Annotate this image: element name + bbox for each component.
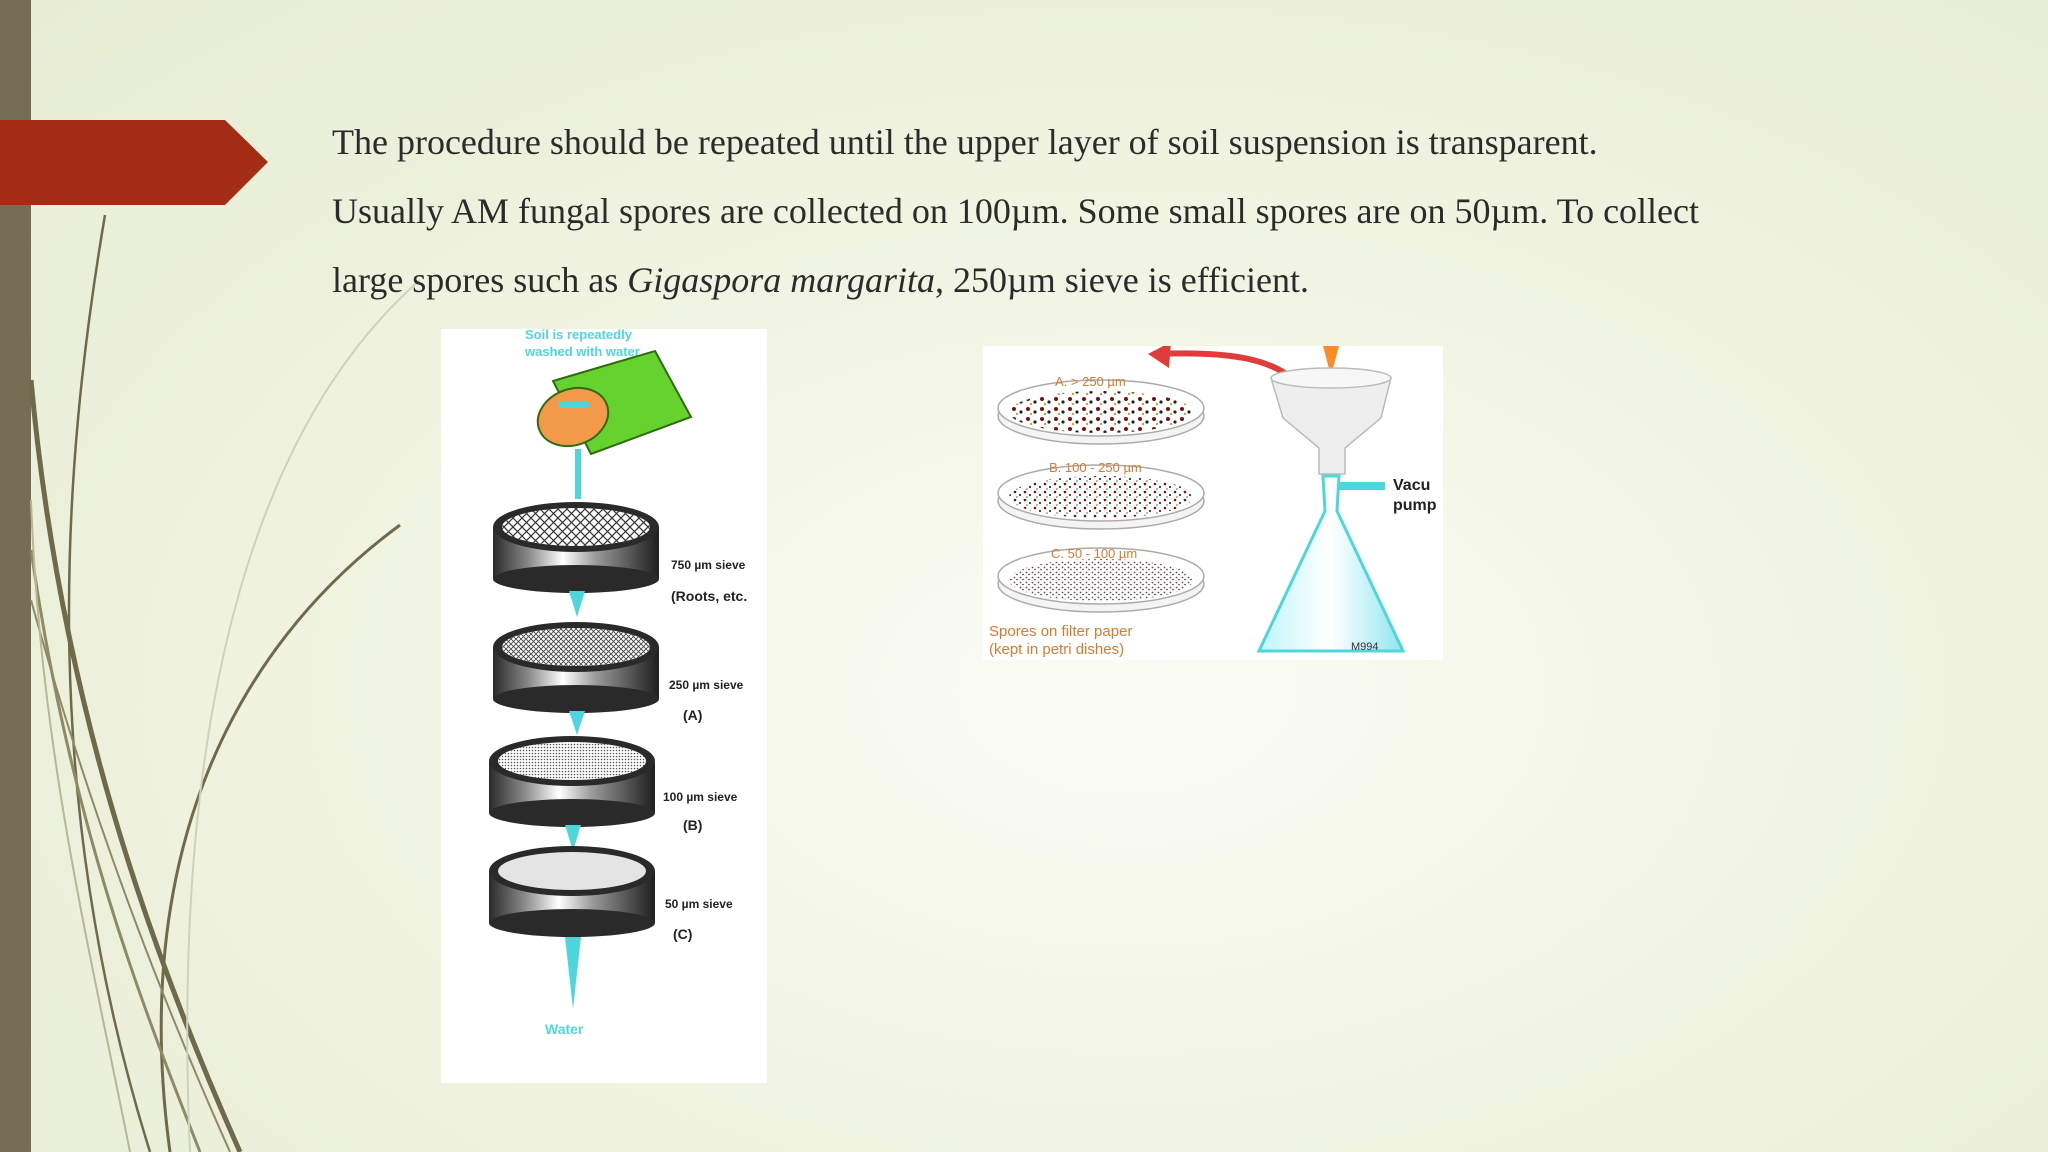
sieve-note-label-1: (Roots, etc.	[671, 588, 747, 604]
paragraph-3-text-b: , 250µm sieve is efficient.	[934, 260, 1309, 300]
sieve-note-label-3: (B)	[683, 817, 702, 833]
dish-label-b: B. 100 - 250 µm	[1049, 460, 1142, 475]
petri-dish-c	[997, 547, 1205, 613]
vacuum-flask-icon	[1256, 367, 1406, 653]
paragraph-1: The procedure should be repeated until t…	[332, 108, 1892, 177]
species-name: Gigaspora margarita	[627, 260, 935, 300]
decorative-curves	[28, 214, 421, 1152]
sieve-size-label-3: 100 µm sieve	[663, 790, 738, 804]
body-text: The procedure should be repeated until t…	[332, 108, 1892, 315]
sieve-50	[489, 846, 655, 937]
paragraph-1-text: The procedure should be repeated until t…	[332, 122, 1598, 162]
filter-caption-2: (kept in petri dishes)	[989, 641, 1124, 658]
sieve-note-label-4: (C)	[673, 926, 692, 942]
petri-dish-b	[997, 464, 1205, 530]
paragraph-2-text: Usually AM fungal spores are collected o…	[332, 191, 1700, 231]
petri-dish-a	[997, 379, 1205, 445]
dish-label-c: C. 50 - 100 µm	[1051, 546, 1137, 561]
drop-icon	[1323, 346, 1339, 376]
sieve-note-label-2: (A)	[683, 707, 702, 723]
sieve-100	[489, 736, 655, 827]
dish-label-a: A. > 250 µm	[1055, 374, 1126, 389]
funnel-arrow-3	[565, 825, 581, 851]
transfer-arrow-head	[1148, 342, 1171, 368]
pump-label-1: Vacu	[1393, 477, 1430, 494]
funnel-arrow-1	[569, 591, 585, 617]
sieve-size-label-2: 250 µm sieve	[669, 678, 744, 692]
accent-arrow-tab	[0, 120, 268, 205]
sieve-bottom-label: Water	[545, 1021, 584, 1037]
soil-bucket-icon	[536, 349, 693, 456]
sieve-top-label-1: Soil is repeatedly	[525, 329, 633, 342]
sieve-diagram: Soil is repeatedly washed with water	[441, 327, 767, 1083]
sieve-top-label-2: washed with water	[524, 344, 640, 359]
pump-label-2: pump	[1393, 497, 1437, 514]
filter-caption-1: Spores on filter paper	[989, 623, 1132, 640]
filter-diagram: A. > 250 µm B. 100 - 250 µm C. 50 - 100 …	[983, 342, 1443, 660]
signature-mark: M994	[1351, 641, 1379, 653]
paragraph-3-text-a: large spores such as	[332, 260, 628, 300]
paragraph-2: Usually AM fungal spores are collected o…	[332, 177, 1892, 246]
sieve-size-label-4: 50 µm sieve	[665, 897, 733, 911]
sieve-750	[493, 502, 659, 593]
sieve-size-label-1: 750 µm sieve	[671, 558, 746, 572]
sieve-250	[493, 622, 659, 713]
water-stream	[575, 449, 581, 499]
funnel-arrow-4	[565, 937, 581, 1009]
paragraph-3: large spores such as Gigaspora margarita…	[332, 246, 1892, 315]
funnel-arrow-2	[569, 711, 585, 735]
